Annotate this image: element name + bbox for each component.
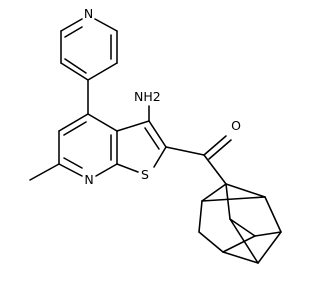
bond bbox=[153, 146, 167, 168]
ring-nitrogen-label: N bbox=[84, 172, 93, 187]
bond bbox=[29, 163, 60, 181]
bond bbox=[148, 120, 167, 148]
bond bbox=[201, 183, 227, 202]
atom-labels: N NH2 O N S bbox=[84, 6, 241, 187]
bond bbox=[222, 251, 259, 264]
bond bbox=[64, 58, 87, 74]
bond bbox=[95, 163, 118, 177]
molecule-structure: N NH2 O N S bbox=[29, 6, 282, 264]
bond bbox=[87, 62, 118, 81]
bond bbox=[203, 135, 227, 156]
bond bbox=[222, 235, 256, 253]
bond bbox=[198, 231, 224, 253]
bond bbox=[63, 121, 87, 136]
bonds bbox=[29, 18, 282, 264]
bond bbox=[116, 120, 150, 132]
bond bbox=[63, 157, 83, 169]
bond bbox=[208, 139, 232, 160]
structure-canvas: N NH2 O N S bbox=[29, 6, 282, 264]
thiophene-sulfur-label: S bbox=[141, 167, 149, 182]
bond bbox=[254, 231, 282, 237]
bond bbox=[116, 163, 139, 173]
pyridine-nitrogen-label: N bbox=[84, 6, 93, 21]
carbonyl-oxygen-label: O bbox=[231, 118, 241, 133]
bond bbox=[229, 218, 256, 237]
bond bbox=[198, 200, 203, 233]
bond bbox=[60, 62, 89, 81]
bond bbox=[201, 196, 266, 202]
bond bbox=[203, 154, 227, 185]
bond bbox=[60, 18, 83, 32]
bond bbox=[264, 196, 282, 233]
amine-label: NH2 bbox=[134, 89, 161, 104]
bond bbox=[257, 231, 282, 264]
bond bbox=[144, 127, 160, 150]
bond bbox=[58, 113, 89, 132]
bond bbox=[87, 113, 118, 132]
bond bbox=[225, 183, 231, 220]
bond bbox=[165, 146, 205, 156]
bond bbox=[94, 18, 118, 32]
bond bbox=[225, 183, 266, 198]
bond bbox=[58, 163, 83, 177]
bond bbox=[64, 26, 83, 38]
